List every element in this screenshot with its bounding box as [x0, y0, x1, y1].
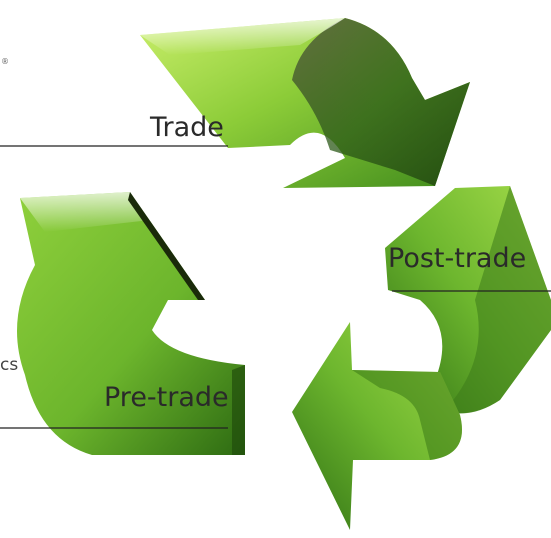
bottom-arrow [292, 322, 462, 530]
trade-label: Trade [149, 112, 224, 143]
cut-off-text: cs [0, 355, 18, 375]
pre-trade-label: Pre-trade [104, 382, 229, 413]
trade-arrow [140, 18, 470, 188]
registered-mark: ® [1, 57, 9, 66]
pre-trade-arrow [17, 192, 245, 455]
post-trade-arrow [385, 186, 551, 414]
post-trade-label: Post-trade [388, 243, 526, 274]
